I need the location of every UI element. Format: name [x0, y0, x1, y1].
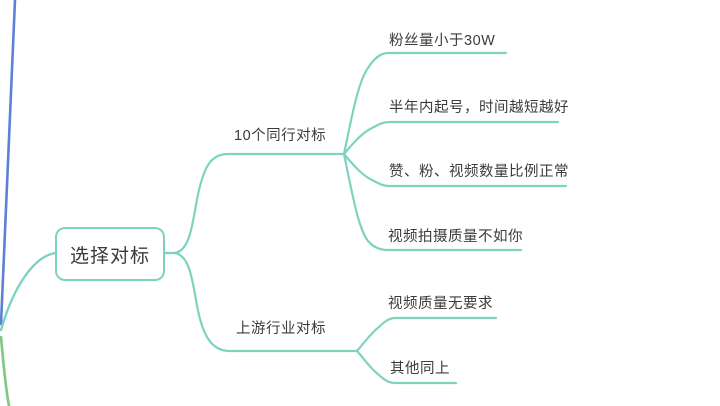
decor-blue-branch-line	[0, 0, 17, 326]
node-branch-peer-benchmark[interactable]: 10个同行对标	[234, 128, 327, 144]
node-root-label: 选择对标	[69, 245, 150, 267]
node-leaf-video-quality-worse[interactable]: 视频拍摄质量不如你	[388, 229, 523, 245]
node-leaf-fans-under-30w[interactable]: 粉丝量小于30W	[389, 33, 496, 49]
connector-leaf-account-age	[342, 120, 560, 156]
node-branch-upstream-benchmark[interactable]: 上游行业对标	[236, 321, 326, 337]
connector-branch-peer	[172, 152, 346, 255]
node-leaf-ratio-normal[interactable]: 赞、粉、视频数量比例正常	[389, 164, 569, 180]
connector-leaf-ratio-normal	[342, 152, 568, 188]
connector-leaf-fans-under-30w	[342, 51, 508, 156]
connector-leaf-no-quality-requirement	[355, 316, 498, 353]
node-root[interactable]: 选择对标	[55, 227, 165, 281]
connector-root-parent	[0, 251, 57, 332]
connector-branch-upstream	[172, 251, 359, 353]
connector-leaf-video-quality-worse	[342, 152, 523, 252]
node-leaf-no-quality-requirement[interactable]: 视频质量无要求	[388, 296, 493, 312]
node-leaf-account-age[interactable]: 半年内起号，时间越短越好	[389, 100, 569, 116]
connector-leaf-others-same	[355, 349, 458, 385]
node-leaf-others-same[interactable]: 其他同上	[390, 361, 450, 377]
decor-green-branch-line	[0, 335, 11, 406]
